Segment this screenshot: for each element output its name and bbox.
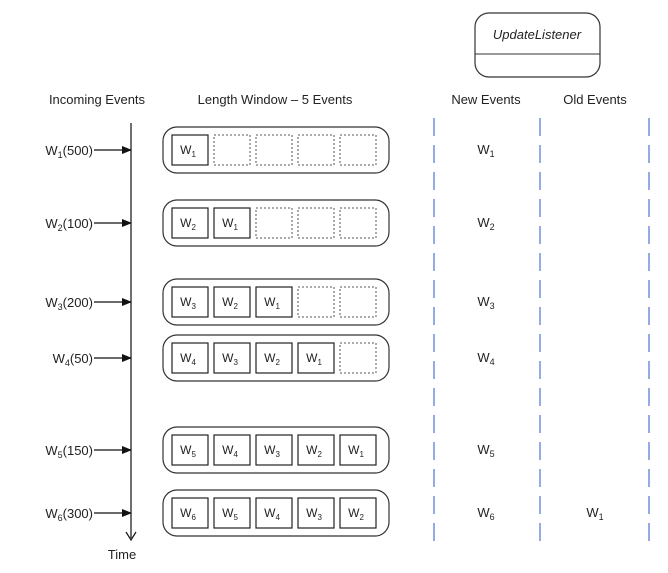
header-length-window: Length Window – 5 Events [198, 92, 353, 107]
window-slot-filled [171, 434, 209, 466]
window-slot-filled [255, 497, 293, 529]
new-event-label: W3 [477, 294, 494, 311]
window-slot-empty [339, 134, 377, 166]
event-row: W4(50) W4 W3 W2 W1 W4 [53, 334, 495, 382]
window-event-label: W5 [180, 443, 196, 459]
window-event-label: W6 [180, 506, 196, 522]
window-slot-filled [213, 286, 251, 318]
window-event-label: W3 [180, 295, 196, 311]
old-event-label: W1 [586, 505, 603, 522]
window-slot-empty [297, 134, 335, 166]
window-slot-filled [297, 342, 335, 374]
header-new-events: New Events [451, 92, 521, 107]
new-event-label: W6 [477, 505, 494, 522]
window-event-label: W2 [306, 443, 322, 459]
window-slot-filled [213, 207, 251, 239]
window-event-label: W4 [222, 443, 238, 459]
header-old-events: Old Events [563, 92, 627, 107]
time-label: Time [108, 547, 136, 562]
window-slot-filled [297, 497, 335, 529]
window-event-label: W1 [180, 143, 196, 159]
window-slot-filled [171, 286, 209, 318]
window-event-label: W2 [348, 506, 364, 522]
window-slot-filled [255, 286, 293, 318]
window-slot-empty [297, 286, 335, 318]
window-slot-filled [339, 497, 377, 529]
new-event-label: W2 [477, 215, 494, 232]
incoming-event-label: W2(100) [45, 216, 93, 233]
window-event-label: W2 [222, 295, 238, 311]
window-slot-empty [213, 134, 251, 166]
window-slot-empty [339, 286, 377, 318]
new-event-label: W1 [477, 142, 494, 159]
window-slot-filled [255, 342, 293, 374]
window-slot-empty [255, 207, 293, 239]
window-slot-filled [171, 134, 209, 166]
incoming-event-label: W6(300) [45, 506, 93, 523]
window-slot-filled [171, 342, 209, 374]
window-slot-empty [339, 207, 377, 239]
new-event-label: W5 [477, 442, 494, 459]
window-slot-filled [213, 342, 251, 374]
event-row: W6(300) W6 W5 W4 W3 W2 W6 W1 [45, 489, 604, 537]
window-slot-filled [213, 434, 251, 466]
incoming-event-label: W1(500) [45, 143, 93, 160]
window-event-label: W1 [222, 216, 238, 232]
incoming-event-label: W3(200) [45, 295, 93, 312]
window-event-label: W4 [180, 351, 196, 367]
window-slot-empty [339, 342, 377, 374]
window-event-label: W5 [222, 506, 238, 522]
event-row: W5(150) W5 W4 W3 W2 W1 W5 [45, 426, 495, 474]
incoming-event-label: W4(50) [53, 351, 93, 368]
window-event-label: W3 [222, 351, 238, 367]
update-listener-box: UpdateListener [474, 12, 601, 78]
window-event-label: W3 [264, 443, 280, 459]
window-slot-filled [213, 497, 251, 529]
event-row: W2(100) W2 W1 W2 [45, 199, 495, 247]
window-event-label: W1 [306, 351, 322, 367]
window-slot-filled [255, 434, 293, 466]
update-listener-label: UpdateListener [493, 27, 582, 42]
window-slot-filled [171, 497, 209, 529]
window-event-label: W2 [180, 216, 196, 232]
incoming-event-label: W5(150) [45, 443, 93, 460]
header-incoming-events: Incoming Events [49, 92, 146, 107]
window-slot-empty [255, 134, 293, 166]
window-event-label: W2 [264, 351, 280, 367]
window-slot-empty [297, 207, 335, 239]
time-axis [125, 123, 137, 542]
window-event-label: W1 [264, 295, 280, 311]
window-slot-filled [297, 434, 335, 466]
event-row: W3(200) W3 W2 W1 W3 [45, 278, 495, 326]
window-slot-filled [339, 434, 377, 466]
window-event-label: W3 [306, 506, 322, 522]
new-event-label: W4 [477, 350, 494, 367]
event-row: W1(500) W1 W1 [45, 126, 495, 174]
window-slot-filled [171, 207, 209, 239]
window-event-label: W1 [348, 443, 364, 459]
window-event-label: W4 [264, 506, 280, 522]
